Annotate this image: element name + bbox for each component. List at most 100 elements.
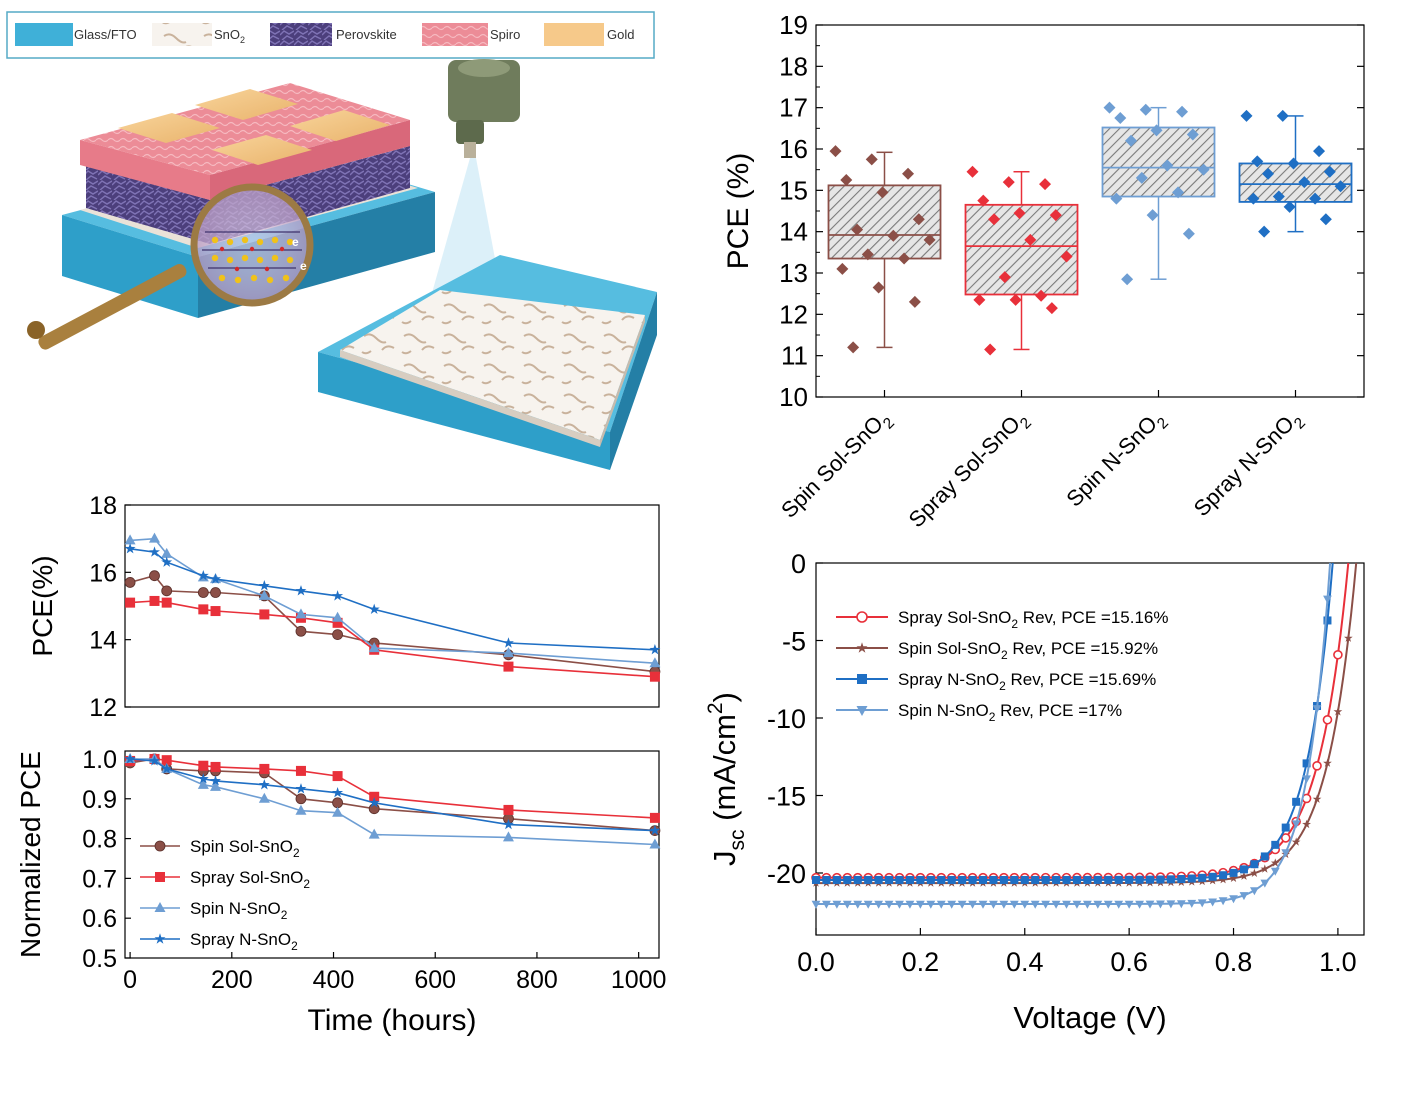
y-axis-label: Jsc (mA/cm2) — [704, 692, 749, 866]
data-point — [1344, 633, 1353, 642]
data-point — [874, 900, 884, 909]
legend-label-sno2: SnO2 — [214, 27, 245, 45]
legend-marker — [856, 706, 868, 716]
x-tick-label: 0.2 — [902, 947, 940, 977]
legend-label-main: Spin Sol-SnO — [898, 639, 1001, 658]
legend-label-gold: Gold — [607, 27, 634, 42]
data-point — [258, 589, 270, 600]
y-tick-label: 0.9 — [82, 786, 117, 814]
data-point — [1156, 900, 1165, 909]
data-point — [1093, 875, 1102, 884]
data-point — [1124, 900, 1134, 909]
data-point — [1125, 875, 1134, 884]
legend-label-rest: Rev, PCE =15.92% — [1008, 639, 1158, 658]
data-point — [1333, 649, 1343, 660]
data-point — [1198, 873, 1207, 882]
data-point — [1146, 875, 1155, 884]
data-point — [842, 900, 852, 909]
data-point — [1052, 875, 1061, 884]
data-point — [1287, 157, 1300, 170]
data-point — [1218, 875, 1228, 884]
y-axis-label: PCE(%) — [27, 555, 58, 656]
data-point — [908, 295, 921, 308]
x-category-label-main: Spin N-SnO — [1061, 411, 1162, 512]
data-point — [198, 604, 209, 615]
data-point — [295, 804, 307, 815]
data-point — [822, 900, 831, 909]
data-point — [332, 787, 344, 798]
data-point — [1182, 227, 1195, 240]
data-point — [258, 792, 270, 803]
data-point — [1083, 875, 1092, 884]
legend-label-main: Spray Sol-SnO — [898, 608, 1011, 627]
data-point — [502, 831, 514, 842]
data-point — [198, 760, 209, 771]
legend-label: Spin N-SnO2 — [190, 899, 288, 922]
gold-pad-4 — [290, 110, 390, 141]
legend-label: Spray N-SnO2 — [190, 930, 298, 953]
data-point — [1250, 868, 1259, 877]
data-point — [1104, 875, 1113, 884]
data-point — [1103, 900, 1113, 909]
y-axis-label-units: (mA/cm — [707, 714, 742, 829]
data-point — [874, 875, 883, 884]
x-tick-label: 400 — [313, 966, 355, 994]
gold-pad-3 — [212, 135, 312, 165]
data-point — [1093, 900, 1103, 909]
data-point — [210, 573, 221, 584]
swatch-spiro — [422, 23, 488, 46]
data-point — [368, 803, 380, 815]
data-point — [1312, 794, 1322, 803]
data-point — [1031, 875, 1040, 884]
electron-label-2: e — [300, 259, 307, 273]
gold-pad-2 — [195, 89, 298, 120]
data-point — [864, 875, 873, 884]
series-line — [129, 758, 655, 832]
legend-label-sub: 2 — [1001, 648, 1008, 662]
x-axis-label: Voltage (V) — [1013, 1000, 1166, 1035]
data-point — [1197, 899, 1207, 908]
y-axis-label: Normalized PCE — [15, 751, 46, 958]
data-point — [1051, 900, 1061, 909]
data-point — [989, 900, 998, 909]
data-point — [1020, 900, 1030, 909]
data-point — [295, 765, 306, 776]
data-point — [161, 585, 173, 597]
data-point — [649, 671, 660, 682]
data-point — [1110, 192, 1123, 205]
swatch-glass-fto — [15, 23, 73, 46]
data-point — [1322, 714, 1333, 725]
data-point — [926, 900, 936, 909]
legend-label-main: Spray N-SnO — [898, 670, 999, 689]
data-point — [1313, 145, 1326, 158]
data-point — [1323, 595, 1332, 604]
data-point — [912, 213, 925, 226]
data-point — [1125, 134, 1138, 147]
y-tick-label: 18 — [89, 492, 117, 520]
data-point — [332, 806, 344, 817]
x-tick-label: 0.8 — [1215, 947, 1253, 977]
data-point — [332, 617, 343, 628]
data-point — [863, 900, 873, 909]
data-point — [1121, 273, 1134, 286]
data-point — [898, 252, 911, 265]
data-point — [1150, 124, 1163, 137]
y-axis-label-sup: 2 — [704, 702, 727, 714]
data-point — [978, 900, 988, 909]
y-tick-label: 12 — [89, 694, 117, 722]
legend-marker — [154, 933, 166, 944]
data-point — [1239, 871, 1249, 880]
data-point — [1291, 837, 1301, 846]
data-point — [161, 755, 172, 766]
data-point — [1072, 900, 1082, 909]
data-point — [916, 875, 925, 884]
swatch-perovskite — [270, 23, 332, 46]
data-point — [915, 900, 925, 909]
glass-front — [62, 215, 198, 318]
data-point — [884, 900, 894, 909]
data-point — [1250, 887, 1259, 896]
data-point — [1114, 112, 1127, 124]
y-tick-label: 14 — [779, 217, 808, 247]
